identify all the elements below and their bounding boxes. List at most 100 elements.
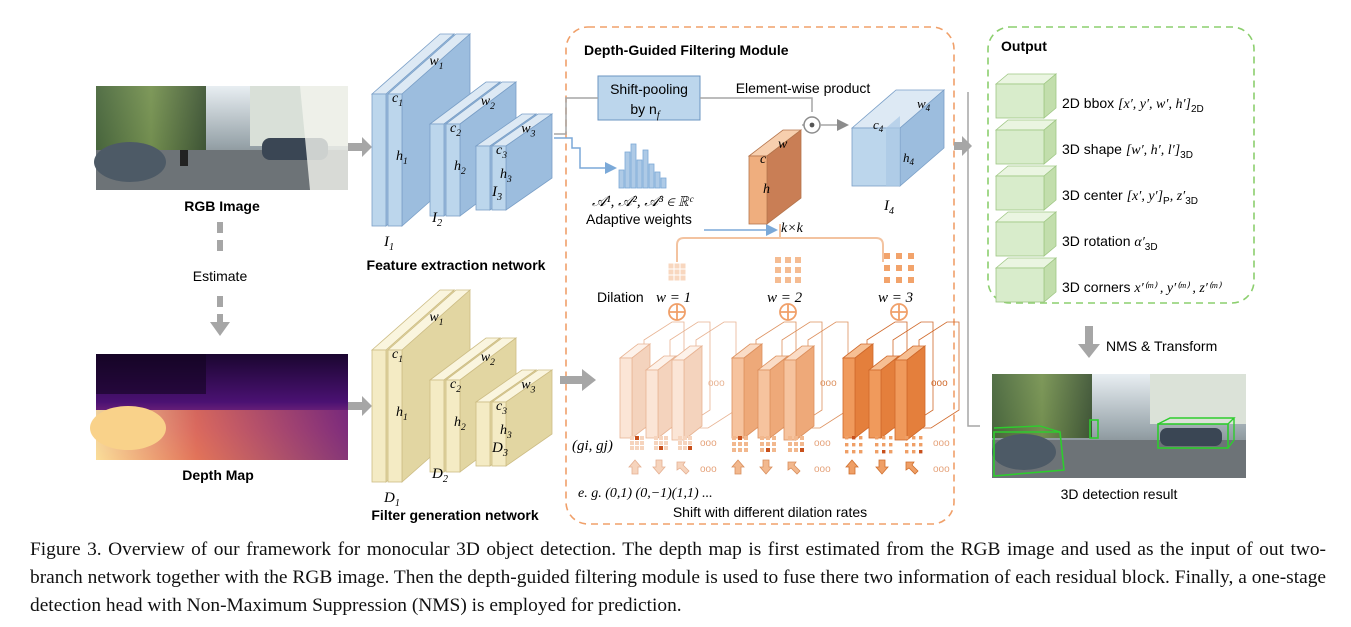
output-cube-5 bbox=[994, 257, 1058, 303]
output-box bbox=[987, 26, 1255, 304]
shift-grid-2-3-cell bbox=[800, 436, 804, 440]
dilation-label-2: w = 2 bbox=[767, 290, 803, 306]
dilation-1-cell bbox=[680, 263, 686, 269]
dilation-3-cell bbox=[908, 277, 914, 283]
shift-grid-1-3-cell bbox=[678, 446, 682, 450]
shift-grid-3-1-cell bbox=[859, 450, 863, 454]
dilation-3-cell bbox=[884, 253, 890, 259]
kernel-cube bbox=[747, 129, 803, 225]
dilation-2-cell bbox=[775, 267, 781, 273]
shift-example-label: e. g. (0,1) (0,−1)(1,1) ... bbox=[578, 486, 713, 501]
shift-grid-1-2-cell bbox=[654, 446, 658, 450]
pooling-to-product-line bbox=[700, 97, 813, 112]
out-h-label: h4 bbox=[903, 150, 915, 167]
output-title: Output bbox=[1001, 38, 1047, 54]
shift-grid-2-3-cell bbox=[800, 442, 804, 446]
shift-arrow-2-3 bbox=[787, 461, 801, 475]
output-cube-4 bbox=[994, 211, 1058, 257]
shift-grid-3-dots: ooo bbox=[933, 438, 950, 449]
depth-map-label: Depth Map bbox=[182, 467, 254, 483]
shift-grid-3-1-cell bbox=[845, 436, 849, 440]
filter_network-block-label-1: D1 bbox=[383, 490, 400, 509]
feature_network-c-label-3: c3 bbox=[496, 143, 507, 161]
dilation-1-cell bbox=[668, 263, 674, 269]
shift-grid-3-3-cell bbox=[905, 443, 909, 447]
feature-network-label: Feature extraction network bbox=[367, 257, 546, 273]
shift-stack-3-dots: ooo bbox=[931, 378, 948, 389]
shift-grid-3-1-cell bbox=[859, 443, 863, 447]
shift-pooling-line2: by nf bbox=[630, 101, 660, 121]
shift-grid-2-2-cell bbox=[772, 436, 776, 440]
filter_network-w-label-3: w3 bbox=[521, 377, 535, 395]
dilation-3-cell bbox=[896, 253, 902, 259]
detection-result-label: 3D detection result bbox=[1061, 486, 1178, 502]
shift-stack-1-block-2 bbox=[644, 355, 678, 439]
dilation-2-cell bbox=[775, 277, 781, 283]
shift-grid-1-dots: ooo bbox=[700, 438, 717, 449]
shift-grid-1-2-cell bbox=[664, 446, 668, 450]
dilation-1-cell bbox=[680, 275, 686, 281]
dilation-1-cell bbox=[668, 275, 674, 281]
shift-grid-1-2-cell bbox=[654, 436, 658, 440]
shift-arrow-2-2 bbox=[759, 459, 773, 475]
shift-grid-1-3-cell bbox=[678, 436, 682, 440]
shift-grid-3-1-cell bbox=[852, 443, 856, 447]
dilation-3-cell bbox=[884, 265, 890, 271]
filter-to-module-arrow bbox=[560, 369, 596, 391]
output-cube-1 bbox=[994, 73, 1058, 119]
shift-grid-3-1-cell bbox=[859, 436, 863, 440]
shift-grid-2-3-cell bbox=[788, 442, 792, 446]
shift-grid-2-2-cell bbox=[760, 448, 764, 452]
shift-grid-3-2-cell bbox=[882, 443, 886, 447]
dilation-label-3: w = 3 bbox=[878, 290, 913, 306]
filter_network-block-3-layer-2 bbox=[490, 369, 554, 467]
feature_network-block-label-3: I3 bbox=[491, 184, 502, 203]
dilation-grids bbox=[668, 253, 914, 283]
shift-grid-2-3-cell bbox=[794, 436, 798, 440]
shift-grid-1-3-cell bbox=[688, 436, 692, 440]
shift-arrow-2-dots: ooo bbox=[814, 464, 831, 475]
shift-grid-1-3-cell bbox=[688, 441, 692, 445]
dilation-2-cell bbox=[795, 277, 801, 283]
filter_network-h-label-3: h3 bbox=[500, 423, 512, 441]
feature_network-w-label-1: w1 bbox=[429, 54, 443, 72]
feature_network-w-label-3: w3 bbox=[521, 121, 535, 139]
shift-grid-3-2-cell bbox=[875, 436, 879, 440]
kxk-label: k×k bbox=[781, 221, 804, 236]
shift-arrow-3-2 bbox=[875, 459, 889, 475]
shift-grid-3-3-cell bbox=[919, 443, 923, 447]
filtering-module-box bbox=[565, 26, 955, 525]
dilation-prefix: Dilation bbox=[597, 289, 644, 305]
dilation-1-cell bbox=[674, 275, 680, 281]
shift-grid-1-3-cell bbox=[683, 446, 687, 450]
shift-grid-2-1-cell bbox=[732, 436, 736, 440]
shift-arrow-3-dots: ooo bbox=[933, 464, 950, 475]
output-row-4-label: 3D rotation α′3D bbox=[1062, 233, 1158, 253]
shift-grid-3-2-cell bbox=[889, 443, 893, 447]
dilation-1-cell bbox=[674, 263, 680, 269]
shift-grid-1-1-cell bbox=[635, 446, 639, 450]
rgb-image-label: RGB Image bbox=[184, 198, 260, 214]
shift-stack-2-dots: ooo bbox=[820, 378, 837, 389]
shift-grid-1-1-cell bbox=[630, 441, 634, 445]
feature-to-pooling-line bbox=[554, 97, 598, 135]
shift-grid-3-3-cell bbox=[905, 450, 909, 454]
shift-grid-3-2-cell bbox=[882, 450, 886, 454]
shift-grid-1-3-cell bbox=[688, 446, 692, 450]
shift-grid-1-1-cell bbox=[630, 446, 634, 450]
shift-grid-2-1-cell bbox=[738, 448, 742, 452]
shift-grid-2-1-cell bbox=[732, 448, 736, 452]
output-row-3-label: 3D center [x′, y′]P, z′3D bbox=[1062, 187, 1198, 207]
shift-grid-1-1-cell bbox=[630, 436, 634, 440]
filter_network-w-label-1: w1 bbox=[429, 310, 443, 328]
shift-grid-2-1-cell bbox=[732, 442, 736, 446]
feature_network-block-3-layer-2 bbox=[490, 113, 554, 211]
filter_network-h-label-2: h2 bbox=[454, 415, 466, 433]
dilation-2-cell bbox=[795, 257, 801, 263]
filter-network-label: Filter generation network bbox=[371, 507, 538, 523]
shift-stack-3-block-3 bbox=[893, 345, 927, 441]
output-row-5-label: 3D corners x′⁽ᵐ⁾ , y′⁽ᵐ⁾ , z′⁽ᵐ⁾ bbox=[1062, 279, 1222, 296]
shift-arrow-1-3 bbox=[676, 461, 690, 475]
shift-stack-1-dots: ooo bbox=[708, 378, 725, 389]
